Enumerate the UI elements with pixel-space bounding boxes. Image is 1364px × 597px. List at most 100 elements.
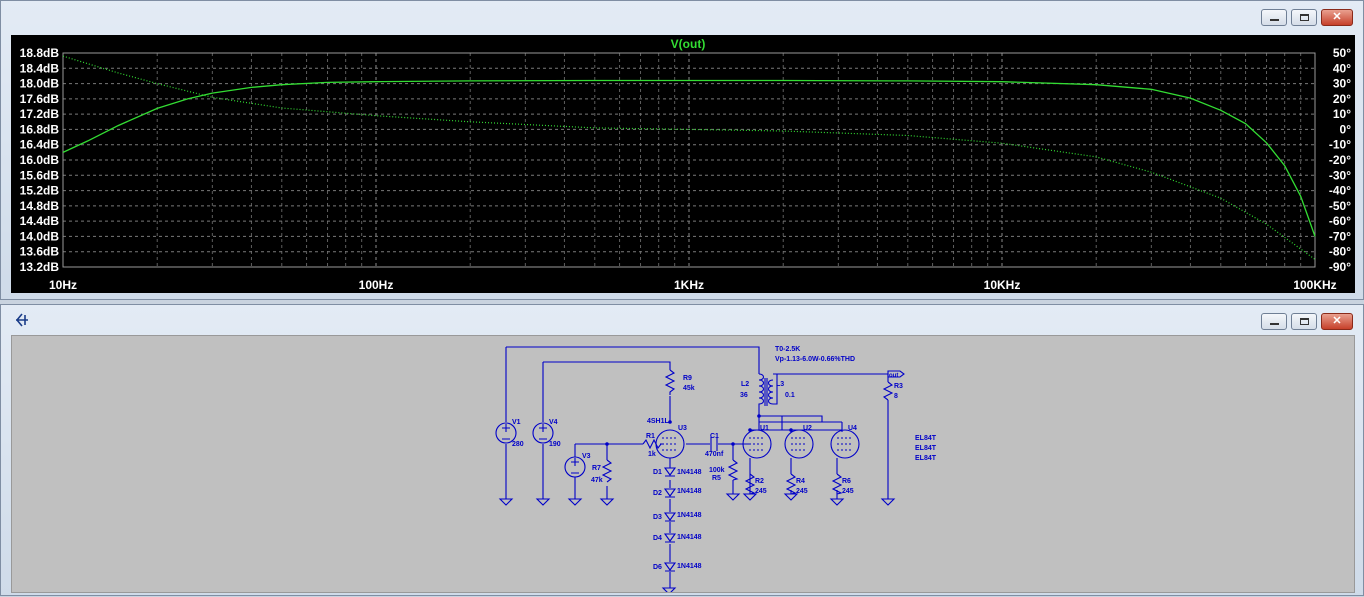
x-tick-label: 10KHz: [984, 278, 1021, 292]
tube-u1[interactable]: [742, 429, 772, 459]
transformer-model-label: T0-2.5K: [775, 346, 800, 353]
d4-label: D4: [653, 535, 662, 542]
r6-label: R6: [842, 478, 851, 485]
right-tick-label: 20°: [1333, 92, 1351, 106]
voltage-source-v4[interactable]: [532, 422, 554, 444]
resistor-r4[interactable]: [785, 473, 797, 495]
right-tick-label: 10°: [1333, 107, 1351, 121]
right-tick-label: -50°: [1329, 199, 1351, 213]
right-tick-label: -30°: [1329, 168, 1351, 182]
right-tick-label: -90°: [1329, 260, 1351, 274]
close-icon: ✕: [1332, 11, 1342, 23]
d6-label: D6: [653, 564, 662, 571]
maximize-icon: [1300, 14, 1309, 21]
tube-u4[interactable]: [830, 429, 860, 459]
junction-dots: [605, 414, 793, 446]
minimize-icon: [1270, 19, 1279, 21]
u1-label: U1: [760, 425, 769, 432]
v1-value: 280: [512, 441, 524, 448]
schematic: T0-2.5K Vp-1.13-6.0W-0.66%THD out R3 8 L…: [495, 346, 937, 595]
resistor-r7[interactable]: [601, 459, 613, 483]
left-tick-label: 18.4dB: [20, 61, 60, 75]
c1-label: C1: [710, 433, 719, 440]
tube-note-3: EL84T: [915, 455, 937, 462]
resistor-r9[interactable]: [664, 369, 676, 395]
minimize-button[interactable]: [1261, 313, 1287, 330]
r7-value: 47k: [591, 477, 603, 484]
resistor-r6[interactable]: [831, 473, 843, 495]
right-tick-label: 30°: [1333, 77, 1351, 91]
schematic-canvas[interactable]: T0-2.5K Vp-1.13-6.0W-0.66%THD out R3 8 L…: [11, 335, 1355, 595]
transformer-spec-label: Vp-1.13-6.0W-0.66%THD: [775, 356, 855, 363]
schematic-titlebar[interactable]: ✕: [1, 305, 1363, 335]
right-tick-label: -80°: [1329, 245, 1351, 259]
resistor-r5[interactable]: [727, 459, 739, 481]
r3-label: R3: [894, 383, 903, 390]
resistor-r2[interactable]: [744, 473, 756, 495]
close-button[interactable]: ✕: [1321, 313, 1353, 330]
l2-label: L2: [741, 381, 749, 388]
diode-d1[interactable]: [663, 467, 677, 477]
x-tick-label: 10Hz: [49, 278, 77, 292]
r7-label: R7: [592, 465, 601, 472]
r2-label: R2: [755, 478, 764, 485]
r9-label: R9: [683, 375, 692, 382]
r5-label: R5: [712, 475, 721, 482]
diode-d3[interactable]: [663, 512, 677, 522]
minimize-button[interactable]: [1261, 9, 1287, 26]
tube-note-2: EL84T: [915, 445, 937, 452]
close-button[interactable]: ✕: [1321, 9, 1353, 26]
resistor-r3[interactable]: [882, 381, 894, 401]
right-tick-label: -70°: [1329, 229, 1351, 243]
left-tick-label: 15.6dB: [20, 168, 60, 182]
diode-d6[interactable]: [663, 562, 677, 572]
diode-d2[interactable]: [663, 488, 677, 498]
resistor-r1[interactable]: [642, 438, 664, 450]
right-tick-label: -20°: [1329, 153, 1351, 167]
v4-value: 190: [549, 441, 561, 448]
left-tick-label: 17.2dB: [20, 107, 60, 121]
maximize-button[interactable]: [1291, 313, 1317, 330]
voltage-source-v1[interactable]: [495, 422, 517, 444]
d6-type: 1N4148: [677, 563, 702, 570]
schematic-window-controls: ✕: [1261, 313, 1353, 330]
tube-type-label: 4SH1L: [647, 418, 670, 425]
right-tick-label: -10°: [1329, 138, 1351, 152]
right-tick-label: -40°: [1329, 184, 1351, 198]
x-tick-label: 100KHz: [1293, 278, 1336, 292]
signal-source-v3[interactable]: [564, 456, 586, 478]
trace-title[interactable]: V(out): [671, 37, 706, 51]
output-transformer[interactable]: [758, 373, 774, 410]
d2-label: D2: [653, 490, 662, 497]
maximize-icon: [1300, 318, 1309, 325]
r2-value: 245: [755, 488, 767, 495]
r5-value: 100k: [709, 467, 725, 474]
plot-window-controls: ✕: [1261, 9, 1353, 26]
maximize-button[interactable]: [1291, 9, 1317, 26]
x-tick-label: 1KHz: [674, 278, 704, 292]
tube-u3[interactable]: [655, 429, 685, 459]
right-tick-label: 0°: [1340, 122, 1352, 136]
r4-value: 245: [796, 488, 808, 495]
l3-value: 0.1: [785, 392, 795, 399]
ground-symbols: [498, 493, 896, 595]
r3-value: 8: [894, 393, 898, 400]
u4-label: U4: [848, 425, 857, 432]
left-tick-label: 15.2dB: [20, 184, 60, 198]
capacitor-c1[interactable]: [710, 437, 718, 451]
magnitude-trace[interactable]: [62, 79, 1316, 237]
plot-titlebar[interactable]: ✕: [1, 1, 1363, 31]
x-tick-label: 100Hz: [359, 278, 394, 292]
output-port[interactable]: [887, 370, 905, 378]
left-tick-label: 16.8dB: [20, 122, 60, 136]
left-tick-label: 14.4dB: [20, 214, 60, 228]
r1-value: 1k: [648, 451, 656, 458]
u3-label: U3: [678, 425, 687, 432]
tube-u2[interactable]: [784, 429, 814, 459]
l2-value: 36: [740, 392, 748, 399]
diode-d4[interactable]: [663, 533, 677, 543]
c1-value: 470nf: [705, 451, 724, 458]
close-icon: ✕: [1332, 315, 1342, 327]
